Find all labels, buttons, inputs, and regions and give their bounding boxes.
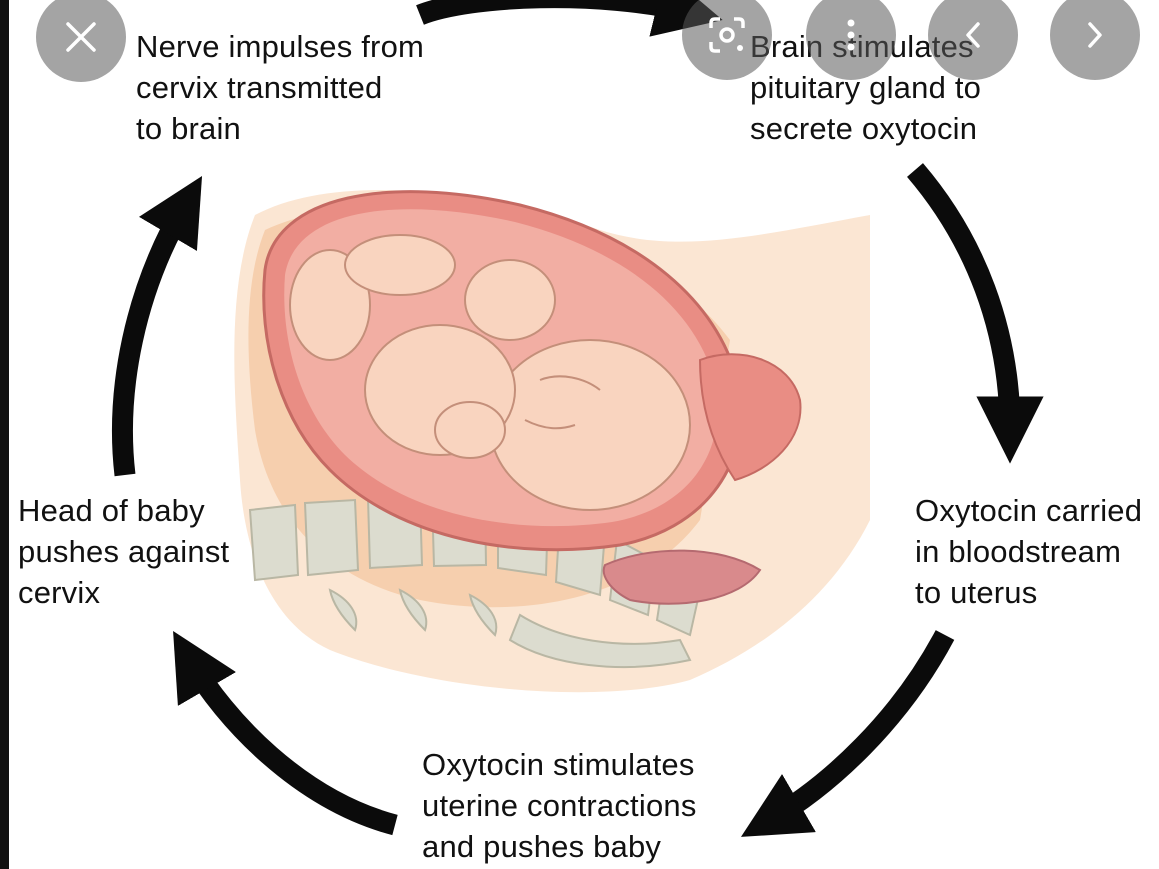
- step-line: cervix: [18, 572, 229, 613]
- arrow-bottom-right: [770, 635, 945, 820]
- arrow-bottom-left: [190, 660, 395, 825]
- lens-search-icon: [707, 15, 747, 55]
- arrow-right-down: [915, 170, 1010, 430]
- chevron-left-icon: [962, 20, 984, 50]
- close-icon: [64, 20, 98, 54]
- step-uterine-contractions: Oxytocin stimulates uterine contractions…: [422, 744, 697, 867]
- more-vertical-icon: [846, 18, 856, 52]
- step-line: in bloodstream: [915, 531, 1142, 572]
- arrow-top: [420, 0, 690, 15]
- step-line: to uterus: [915, 572, 1142, 613]
- step-line: to brain: [136, 108, 424, 149]
- step-line: uterine contractions: [422, 785, 697, 826]
- step-line: Oxytocin carried: [915, 490, 1142, 531]
- arrow-left-up: [123, 205, 186, 475]
- step-head-pushes: Head of baby pushes against cervix: [18, 490, 229, 613]
- step-line: secrete oxytocin: [750, 108, 981, 149]
- step-line: Head of baby: [18, 490, 229, 531]
- step-line: Nerve impulses from: [136, 26, 424, 67]
- chevron-right-icon: [1084, 20, 1106, 50]
- step-line: and pushes baby: [422, 826, 697, 867]
- step-line: cervix transmitted: [136, 67, 424, 108]
- step-nerve-impulses: Nerve impulses from cervix transmitted t…: [136, 26, 424, 149]
- step-line: pushes against: [18, 531, 229, 572]
- step-line: Oxytocin stimulates: [422, 744, 697, 785]
- step-oxytocin-bloodstream: Oxytocin carried in bloodstream to uteru…: [915, 490, 1142, 613]
